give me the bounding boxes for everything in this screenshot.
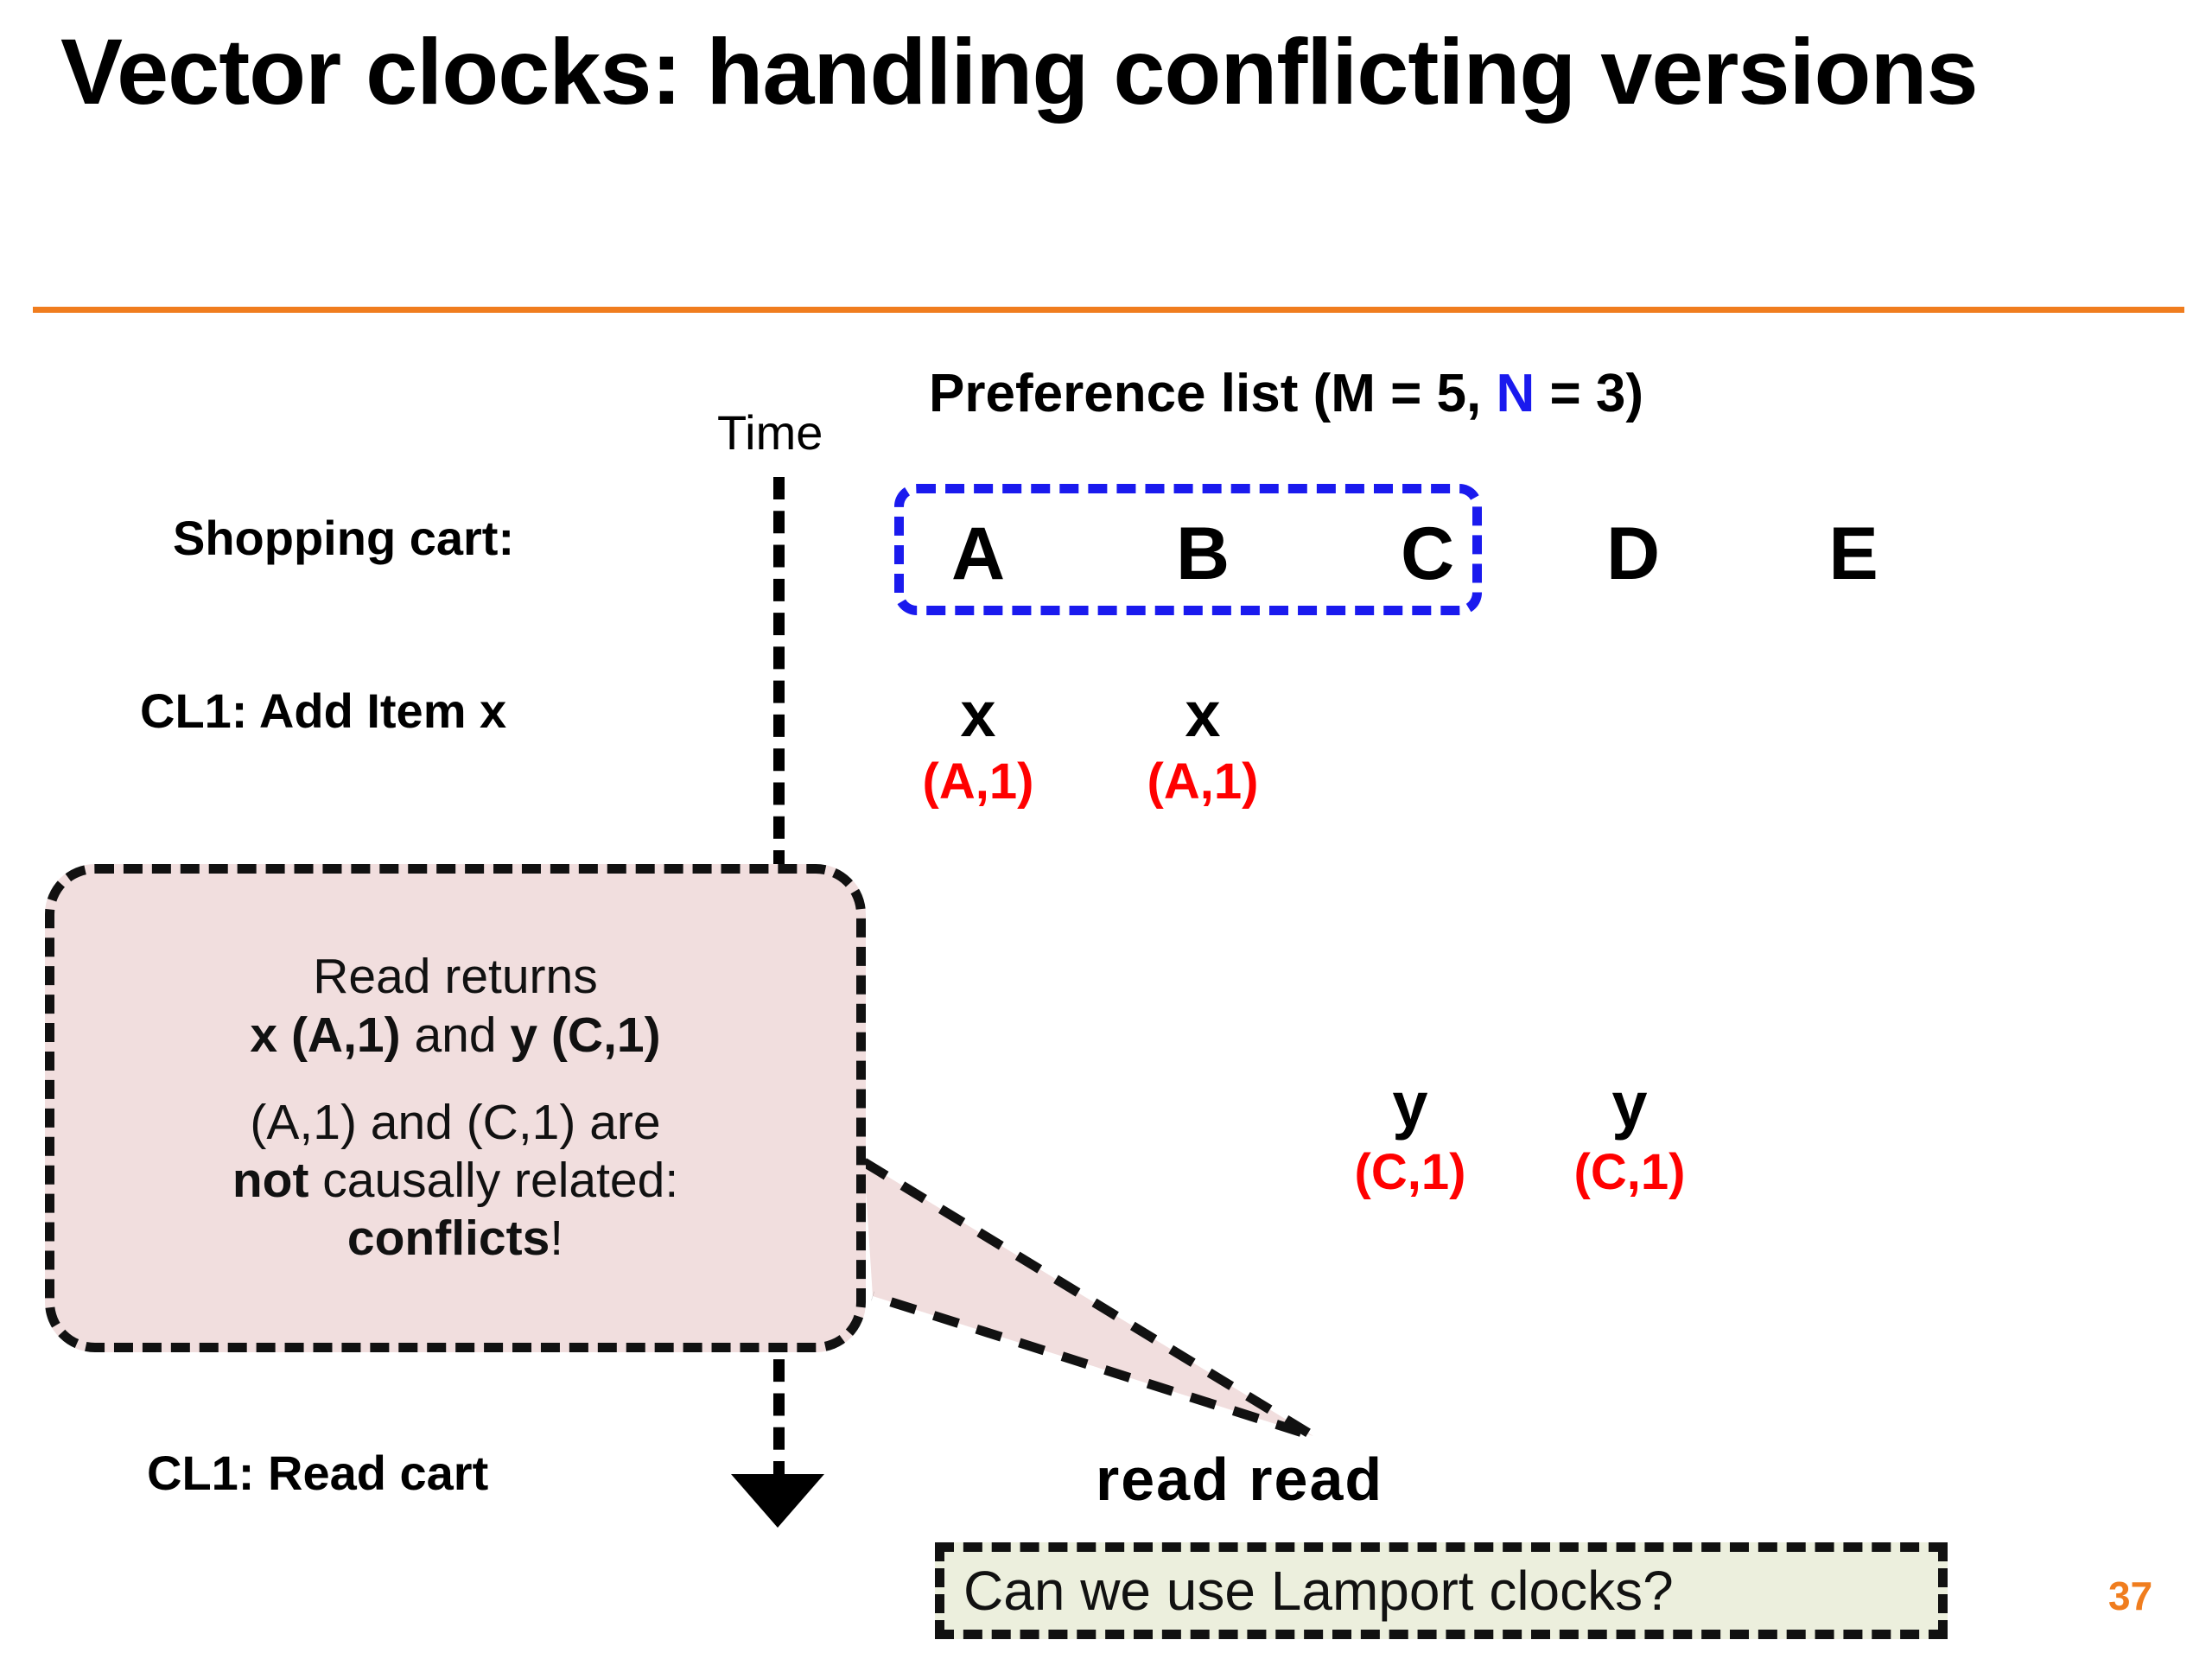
version-stack-b-y: y (C,1) (1306, 1073, 1514, 1198)
callout-line-2-bold-b: y (C,1) (510, 1007, 661, 1063)
node-letter-a: A (950, 512, 1006, 595)
callout-line-2-bold-a: x (A,1) (250, 1007, 401, 1063)
callout-bubble: Read returns x (A,1) and y (C,1) (A,1) a… (45, 864, 866, 1352)
callout-line-3: (A,1) and (C,1) are (250, 1094, 661, 1150)
time-axis-label: Time (717, 405, 823, 460)
version-item-label: x (960, 678, 996, 750)
version-clock-label: (C,1) (1354, 1144, 1466, 1200)
callout-line-4: not causally related: (232, 1152, 678, 1210)
row-label-shopping-cart: Shopping cart: (173, 511, 515, 565)
read-markers-label: read read (1096, 1446, 1384, 1513)
version-clock-label: (C,1) (1573, 1144, 1686, 1200)
quorum-highlight-box (894, 484, 1482, 615)
node-letter-d: D (1605, 512, 1661, 595)
callout-line-1: Read returns (313, 949, 598, 1005)
version-item-label: y (1392, 1069, 1428, 1141)
node-letter-e: E (1828, 512, 1878, 595)
node-letter-c: C (1400, 512, 1455, 595)
version-stack-a-x: x (A,1) (874, 683, 1082, 807)
node-letter-b: B (1175, 512, 1230, 595)
callout-line-5-bold: conflicts (346, 1211, 550, 1267)
callout-line-5-bang: ! (550, 1211, 564, 1267)
version-stack-c-y: y (C,1) (1526, 1073, 1733, 1198)
title-divider (33, 307, 2184, 313)
preference-list-header: Preference list (M = 5, N = 3) (929, 363, 1643, 424)
page-title: Vector clocks: handling conflicting vers… (60, 19, 1979, 124)
time-axis-arrow-icon (731, 1474, 824, 1528)
question-callout-box: Can we use Lamport clocks? (935, 1542, 1948, 1639)
callout-line-5: conflicts! (347, 1210, 563, 1268)
question-text: Can we use Lamport clocks? (963, 1560, 1674, 1622)
callout-line-2-conj: and (400, 1007, 511, 1063)
callout-line-4-bold: not (232, 1153, 309, 1209)
callout-line-2: x (A,1) and y (C,1) (250, 1007, 660, 1065)
pref-header-n: N (1496, 364, 1535, 423)
version-item-label: x (1185, 678, 1221, 750)
row-label-cl1-add-item: CL1: Add Item x (140, 683, 507, 738)
version-clock-label: (A,1) (922, 753, 1034, 810)
version-clock-label: (A,1) (1147, 753, 1259, 810)
row-label-cl1-read-cart: CL1: Read cart (147, 1446, 489, 1500)
pref-header-prefix: Preference list (M = 5, (929, 364, 1497, 423)
version-stack-b-x: x (A,1) (1099, 683, 1306, 807)
page-number: 37 (2108, 1573, 2153, 1618)
version-item-label: y (1611, 1069, 1648, 1141)
callout-line-4-rest: causally related: (308, 1153, 679, 1209)
pref-header-suffix: = 3) (1535, 364, 1644, 423)
